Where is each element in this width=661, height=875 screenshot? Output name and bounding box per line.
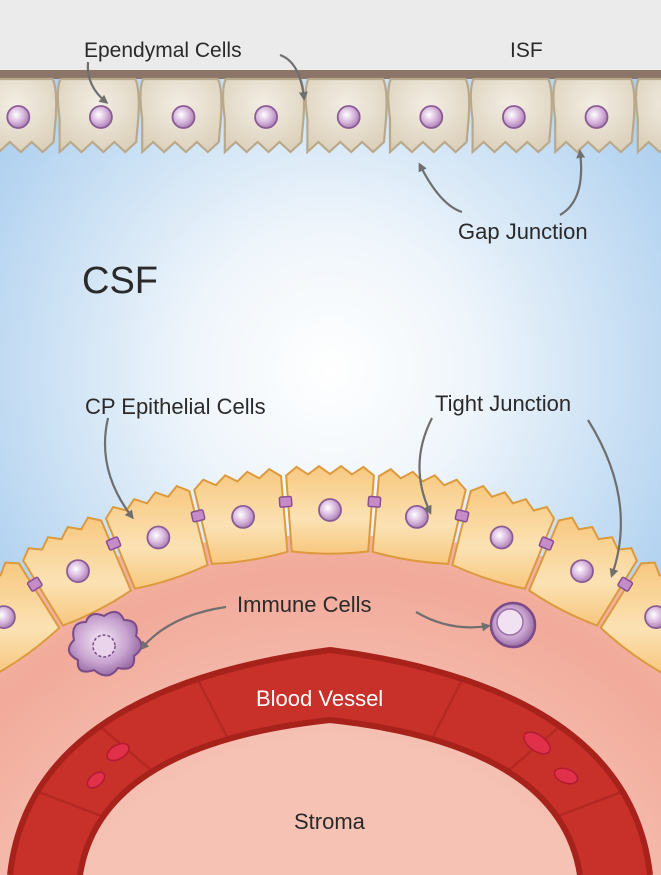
red-blood-cell — [523, 731, 551, 755]
red-blood-cells — [86, 731, 579, 789]
red-blood-cell — [553, 767, 579, 785]
arrow-immune-right — [415, 611, 491, 632]
immune-cell-round — [489, 601, 537, 649]
ependymal-nucleus — [89, 105, 113, 129]
tight-junction — [105, 536, 122, 551]
macrophage-nucleus — [92, 634, 116, 658]
ependymal-nucleus — [254, 105, 279, 129]
isf-region — [0, 0, 661, 72]
label-blood-vessel: Blood Vessel — [256, 686, 383, 711]
vessel-segment-line — [430, 678, 464, 740]
cp-epithelial-nucleus — [489, 525, 514, 550]
vessel-inner-edge — [77, 716, 583, 875]
arrow-gap-junction-right — [559, 149, 586, 216]
vessel-segment-line — [37, 790, 104, 818]
lymphocyte-nucleus — [496, 608, 524, 636]
cp-epithelial-nucleus — [231, 505, 256, 529]
ependymal-nucleus — [171, 105, 196, 129]
tight-junction — [190, 509, 206, 523]
label-gap-junction: Gap Junction — [458, 219, 588, 244]
label-immune-cells: Immune Cells — [237, 592, 371, 617]
label-ependymal-cells: Ependymal Cells — [84, 39, 242, 62]
label-stroma: Stroma — [294, 809, 366, 834]
cp-epithelial-nucleus — [318, 498, 342, 522]
ependymal-nucleus — [584, 105, 609, 129]
ependymal-nucleus — [419, 105, 444, 129]
ependymal-nucleus — [502, 105, 526, 129]
cp-epithelial-nucleus — [570, 559, 594, 583]
vessel-segment-line — [556, 790, 623, 818]
arrows — [86, 53, 622, 651]
tight-junction — [454, 509, 470, 523]
red-blood-cell — [106, 742, 130, 762]
cp-epithelial-nucleus — [0, 605, 16, 629]
cp-epithelial-nucleus — [146, 525, 171, 550]
blood-vessel — [10, 650, 650, 875]
cp-epithelial-nucleus — [644, 605, 661, 629]
cp-epithelial-cell — [0, 561, 61, 673]
label-cp-epithelial-cells: CP Epithelial Cells — [85, 394, 266, 419]
basement-membrane — [0, 70, 661, 79]
cp-epithelial-cell — [599, 561, 661, 674]
ependymal-nucleus — [6, 105, 31, 129]
tight-junction — [26, 576, 43, 592]
arrow-ependymal-right — [279, 53, 308, 101]
tight-junction — [278, 495, 293, 508]
arrow-cp-epithelial — [103, 417, 134, 520]
label-isf: ISF — [510, 39, 543, 62]
arrow-ependymal-left — [86, 61, 109, 104]
cp-epithelial-layer — [0, 464, 661, 674]
ependymal-nucleus — [336, 105, 361, 129]
ependymal-cell — [634, 77, 661, 155]
tight-junction — [617, 576, 634, 592]
cp-epithelial-nucleus — [66, 559, 90, 583]
arrow-tight-junction-left — [418, 417, 433, 515]
ependymal-cell-layer — [0, 77, 661, 155]
red-blood-cell — [86, 771, 106, 789]
arrow-immune-left — [140, 605, 227, 651]
tight-junction — [538, 536, 555, 551]
label-tight-junction: Tight Junction — [435, 391, 571, 416]
vessel-outer-edge — [7, 646, 653, 875]
arrow-tight-junction-right — [587, 419, 622, 578]
tight-junction — [367, 495, 382, 508]
cp-epithelial-nucleus — [404, 505, 429, 529]
label-csf: CSF — [82, 260, 158, 302]
vessel-segment-line — [196, 678, 230, 740]
arrow-gap-junction-left — [418, 162, 463, 214]
vessel-inner-wall — [80, 720, 580, 875]
